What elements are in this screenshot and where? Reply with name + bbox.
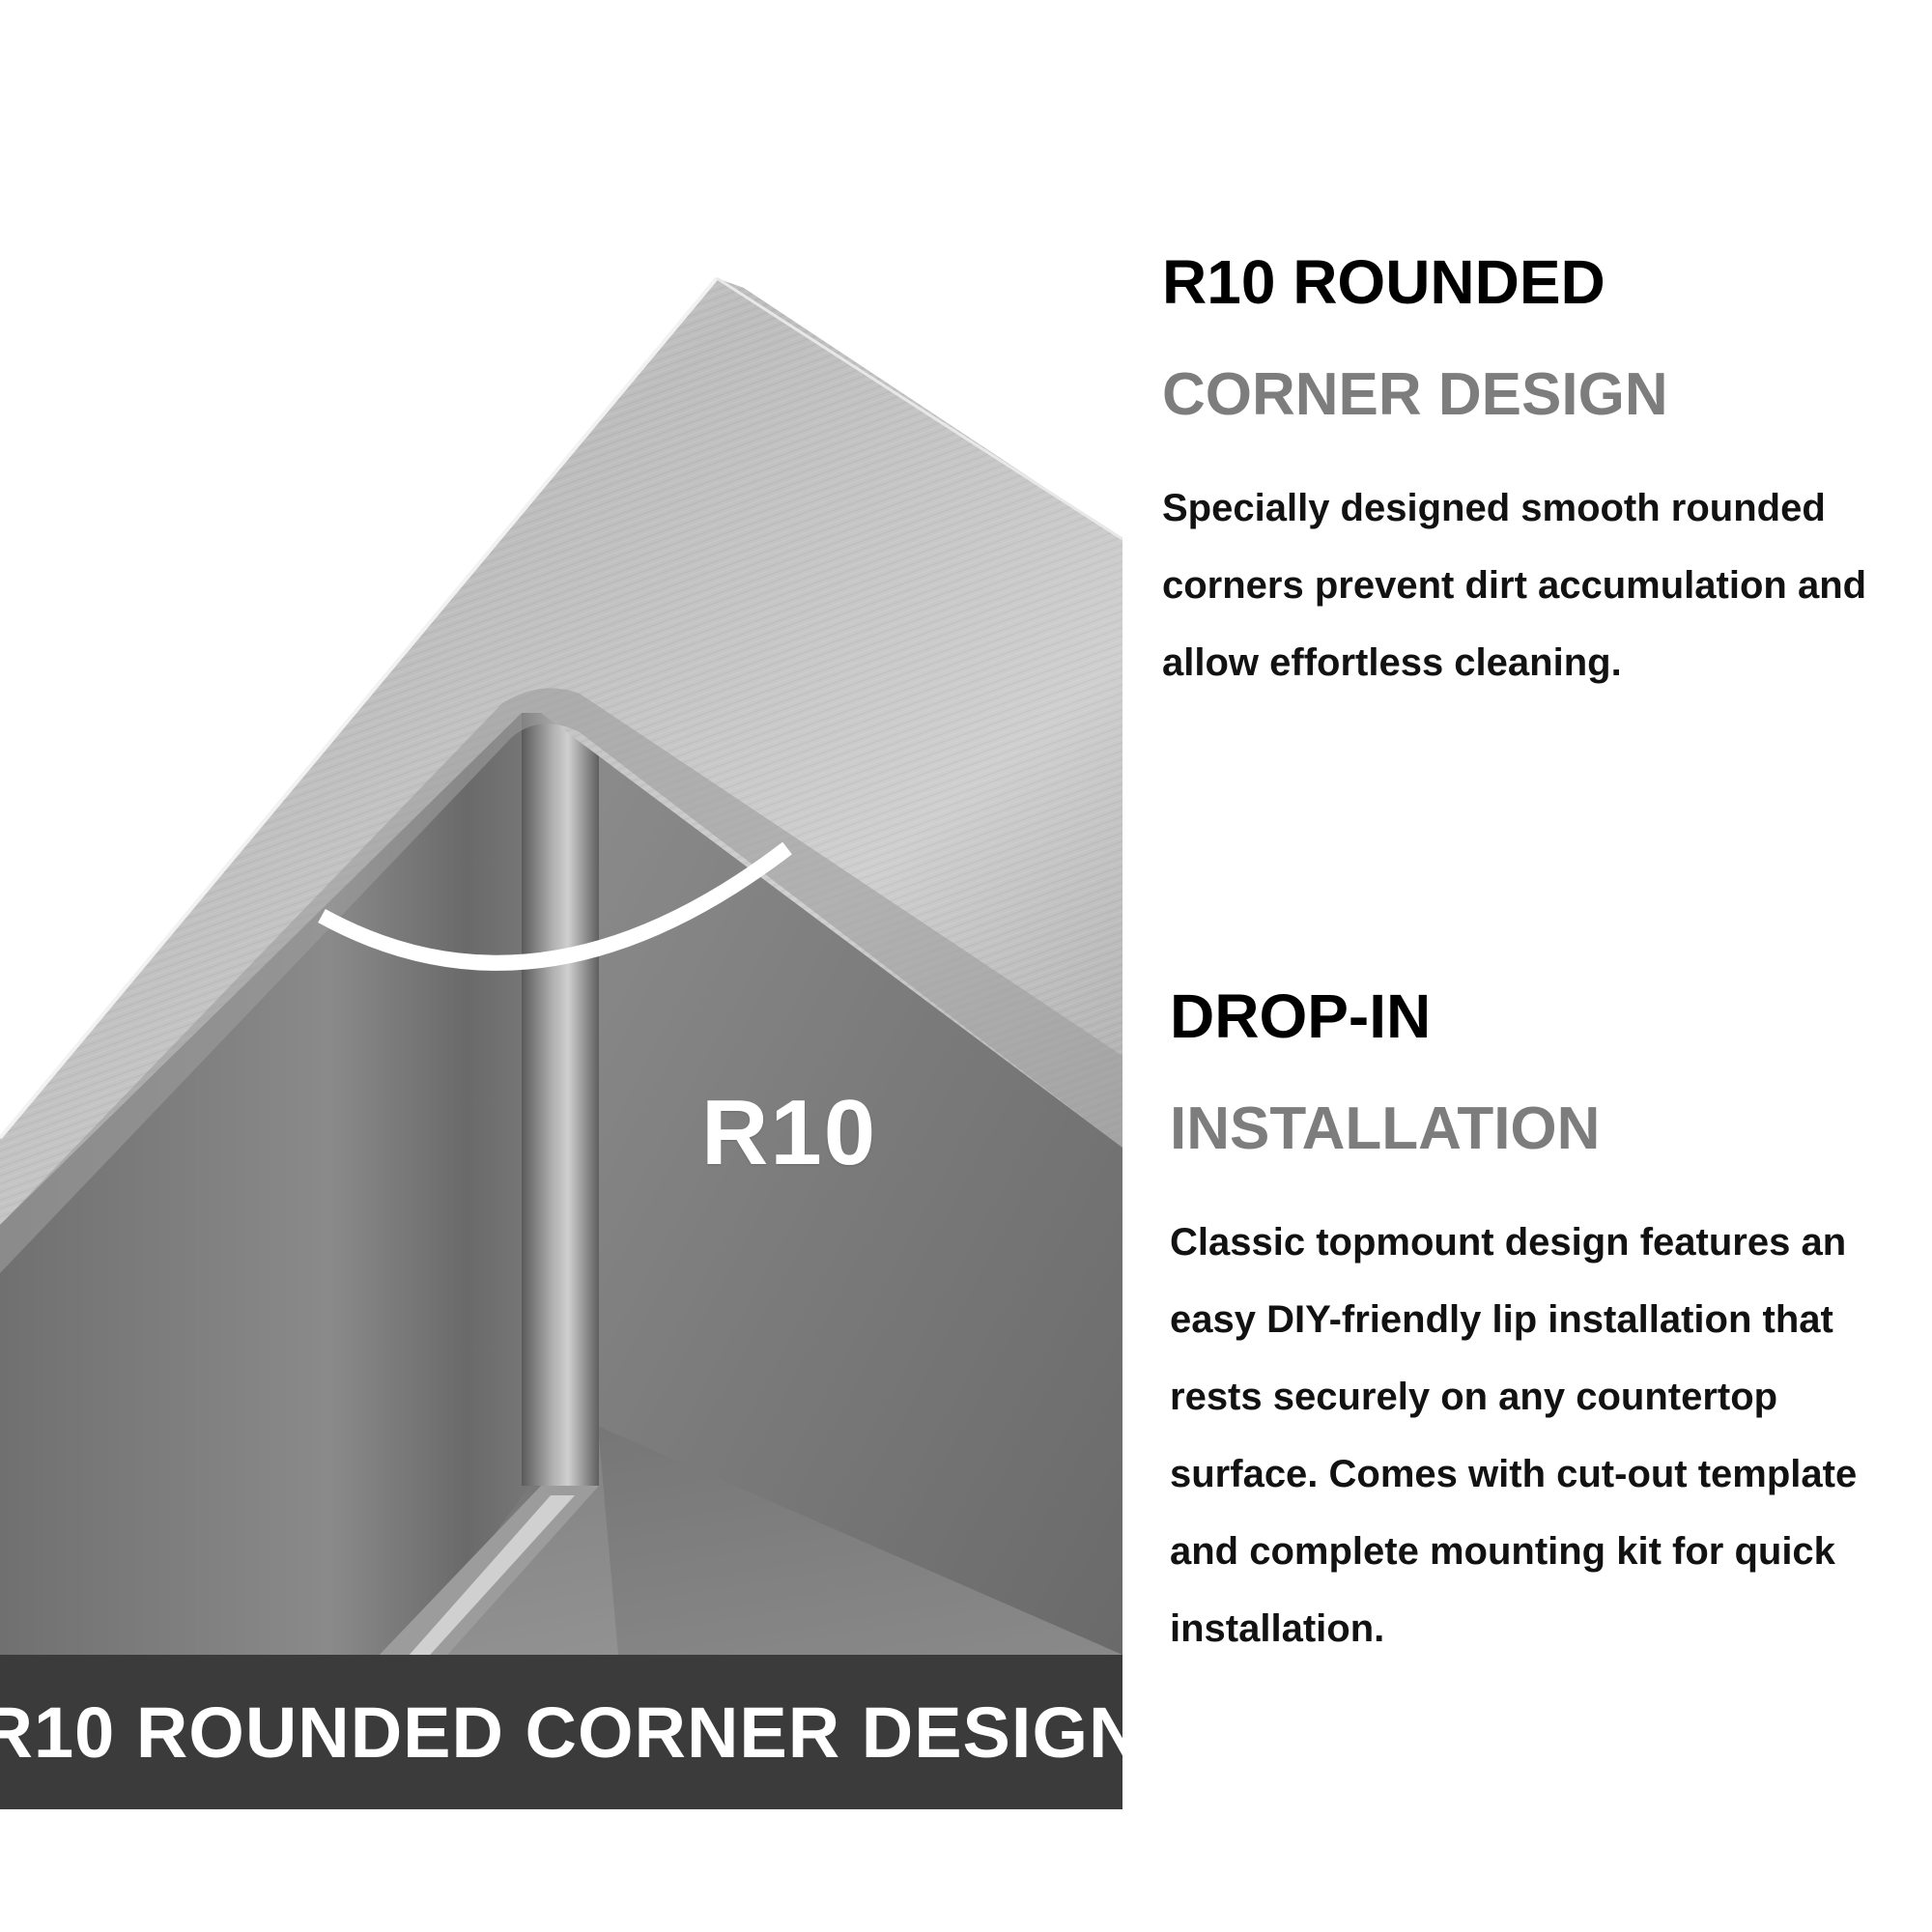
- r10-badge-text: R10: [701, 1081, 878, 1184]
- feature-description: Specially designed smooth rounded corner…: [1162, 486, 1867, 684]
- sink-corner-illustration: [0, 133, 1122, 1809]
- feature-subtitle: INSTALLATION: [1170, 1095, 1601, 1162]
- feature-title: DROP-IN: [1170, 981, 1432, 1051]
- caption-bar: R10 ROUNDED CORNER DESIGN: [0, 1655, 1122, 1809]
- r10-arc-marker: [318, 841, 792, 971]
- feature-subtitle: CORNER DESIGN: [1162, 361, 1668, 428]
- feature-description: Classic topmount design features an easy…: [1170, 1220, 1858, 1650]
- caption-text: R10 ROUNDED CORNER DESIGN: [0, 1691, 1122, 1773]
- product-photo-panel: R10 R10 ROUNDED CORNER DESIGN: [0, 133, 1122, 1809]
- feature-drop-in-installation: DROP-IN INSTALLATION Classic topmount de…: [1170, 978, 1914, 1667]
- feature-rounded-corner: R10 ROUNDED CORNER DESIGN Specially desi…: [1162, 243, 1906, 701]
- feature-title: R10 ROUNDED: [1162, 247, 1605, 317]
